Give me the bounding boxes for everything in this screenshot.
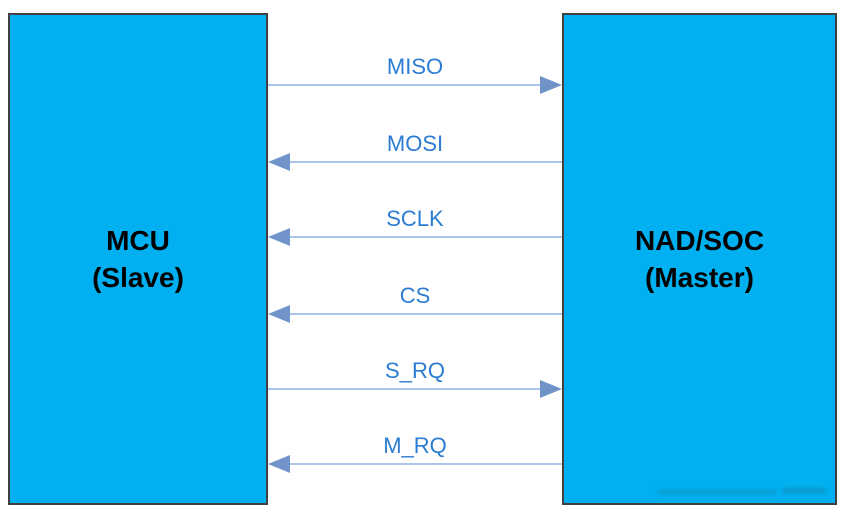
signal-mosi: MOSI	[268, 131, 562, 171]
signal-mosi-line	[284, 161, 562, 163]
signal-s-rq: S_RQ	[268, 358, 562, 398]
signal-cs: CS	[268, 283, 562, 323]
nad-soc-box-subtitle: (Master)	[645, 262, 754, 293]
mcu-box-title: MCU	[106, 225, 170, 256]
signal-sclk-label: SCLK	[386, 206, 444, 231]
signal-sclk-line	[284, 236, 562, 238]
arrowhead-left-icon	[268, 228, 290, 246]
signal-sclk: SCLK	[268, 206, 562, 246]
signal-cs-line	[284, 313, 562, 315]
nad-soc-box-title: NAD/SOC	[634, 225, 765, 256]
arrowhead-left-icon	[268, 305, 290, 323]
arrowhead-left-icon	[268, 455, 290, 473]
nad-soc-master-box: NAD/SOC (Master)	[562, 13, 837, 505]
arrowhead-right-icon	[540, 76, 562, 94]
signal-m-rq-line	[284, 463, 562, 465]
signal-mosi-label: MOSI	[386, 131, 444, 156]
signal-m-rq-label: M_RQ	[383, 433, 447, 458]
signal-m-rq: M_RQ	[268, 433, 562, 473]
signal-miso-label: MISO	[386, 54, 444, 79]
watermark-smudge	[657, 490, 777, 494]
signal-miso: MISO	[268, 54, 562, 94]
mcu-slave-box: MCU (Slave)	[8, 13, 268, 505]
mcu-box-subtitle: (Slave)	[92, 262, 184, 293]
signal-s-rq-line	[268, 388, 546, 390]
signal-s-rq-label: S_RQ	[385, 358, 445, 383]
arrowhead-left-icon	[268, 153, 290, 171]
watermark-smudge	[782, 488, 826, 493]
arrowhead-right-icon	[540, 380, 562, 398]
signal-miso-line	[268, 84, 546, 86]
signal-cs-label: CS	[399, 283, 431, 308]
